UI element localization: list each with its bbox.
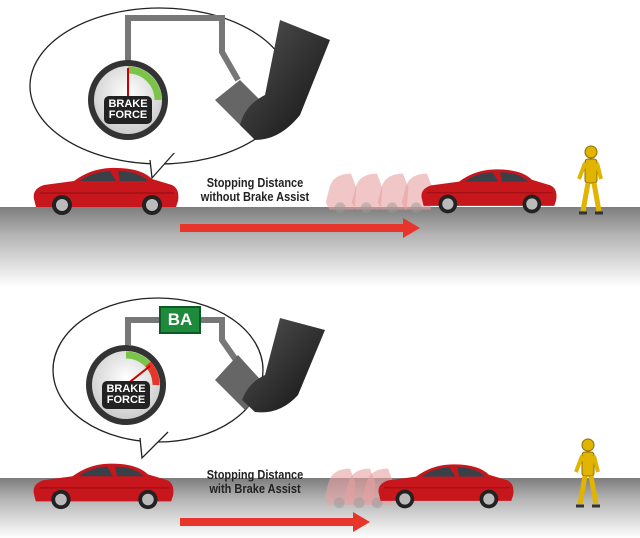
distance-arrow (180, 518, 355, 526)
road (0, 207, 640, 287)
gauge-label-line: FORCE (108, 109, 148, 121)
gauge-label-line: FORCE (106, 394, 146, 406)
foot-icon (240, 20, 330, 140)
distance-arrow (180, 224, 405, 232)
caption-line: Stopping Distance (206, 468, 304, 482)
caption-line: Stopping Distance (206, 176, 304, 190)
crash-dummy (579, 146, 603, 213)
gauge-label-line: BRAKE (108, 98, 148, 110)
foot-icon (242, 318, 325, 413)
car-stopped (420, 168, 558, 214)
caption-line: without Brake Assist (200, 190, 310, 204)
scenario-with-brake-assist (0, 297, 640, 538)
scenario-without-brake-assist (0, 7, 640, 287)
caption-line: with Brake Assist (209, 482, 301, 496)
gauge-label-line: BRAKE (106, 383, 146, 395)
brake-assist-badge: BA (159, 306, 201, 334)
brake-line (125, 317, 239, 362)
brake-line (125, 15, 241, 82)
